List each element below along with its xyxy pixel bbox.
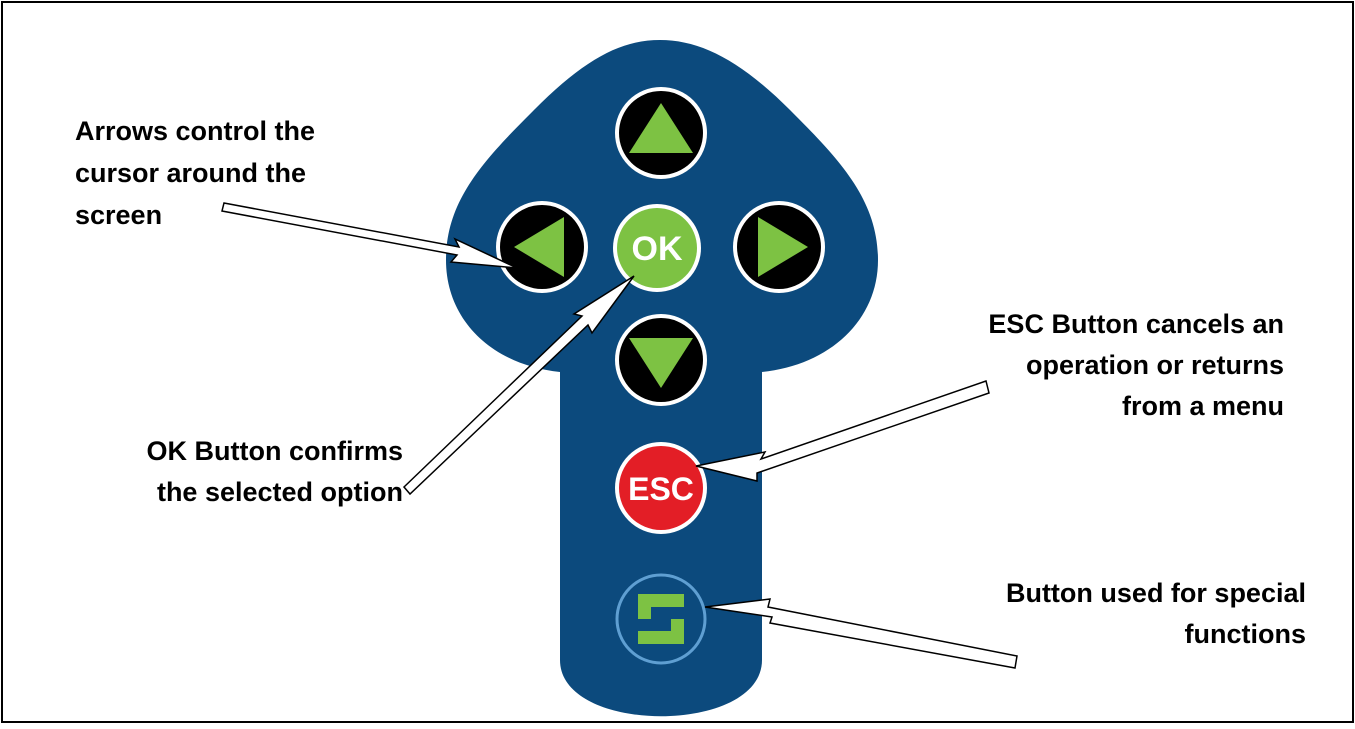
green-s-logo-icon [638,594,684,644]
callout-arrows [221,202,1018,669]
triangle-right-icon [758,217,808,277]
svg-text:OK Button confirms: OK Button confirms [147,436,404,466]
svg-text:ESC Button cancels an: ESC Button cancels an [988,309,1284,339]
ok-label: OK [632,230,683,268]
svg-text:cursor around the: cursor around the [75,158,306,188]
down-button[interactable] [615,314,707,406]
arrow-pointer-arrows [221,202,518,269]
arrow-pointer-ok [402,275,635,496]
triangle-down-icon [629,338,693,388]
svg-text:from a menu: from a menu [1122,391,1284,421]
up-button[interactable] [615,87,707,179]
callout-special-text: Button used for special functions [1006,578,1306,649]
callout-ok-text: OK Button confirms the selected option [147,436,404,507]
esc-label: ESC [628,471,694,507]
svg-text:screen: screen [75,200,162,230]
svg-text:operation or returns: operation or returns [1026,350,1284,380]
arrow-pointer-esc [695,380,990,482]
left-button[interactable] [496,201,588,293]
svg-text:Arrows control the: Arrows control the [75,116,315,146]
callout-arrows-text: Arrows control the cursor around the scr… [75,116,315,230]
triangle-left-icon [514,217,564,277]
special-function-button[interactable] [615,573,707,665]
triangle-up-icon [629,103,693,153]
right-button[interactable] [733,201,825,293]
callout-esc-text: ESC Button cancels an operation or retur… [988,309,1284,421]
svg-text:Button used for special: Button used for special [1006,578,1306,608]
svg-text:functions: functions [1185,619,1307,649]
esc-button[interactable]: ESC [615,442,707,534]
ok-button[interactable]: OK [613,204,701,292]
arrow-pointer-special [704,598,1018,669]
svg-text:the selected option: the selected option [157,477,403,507]
